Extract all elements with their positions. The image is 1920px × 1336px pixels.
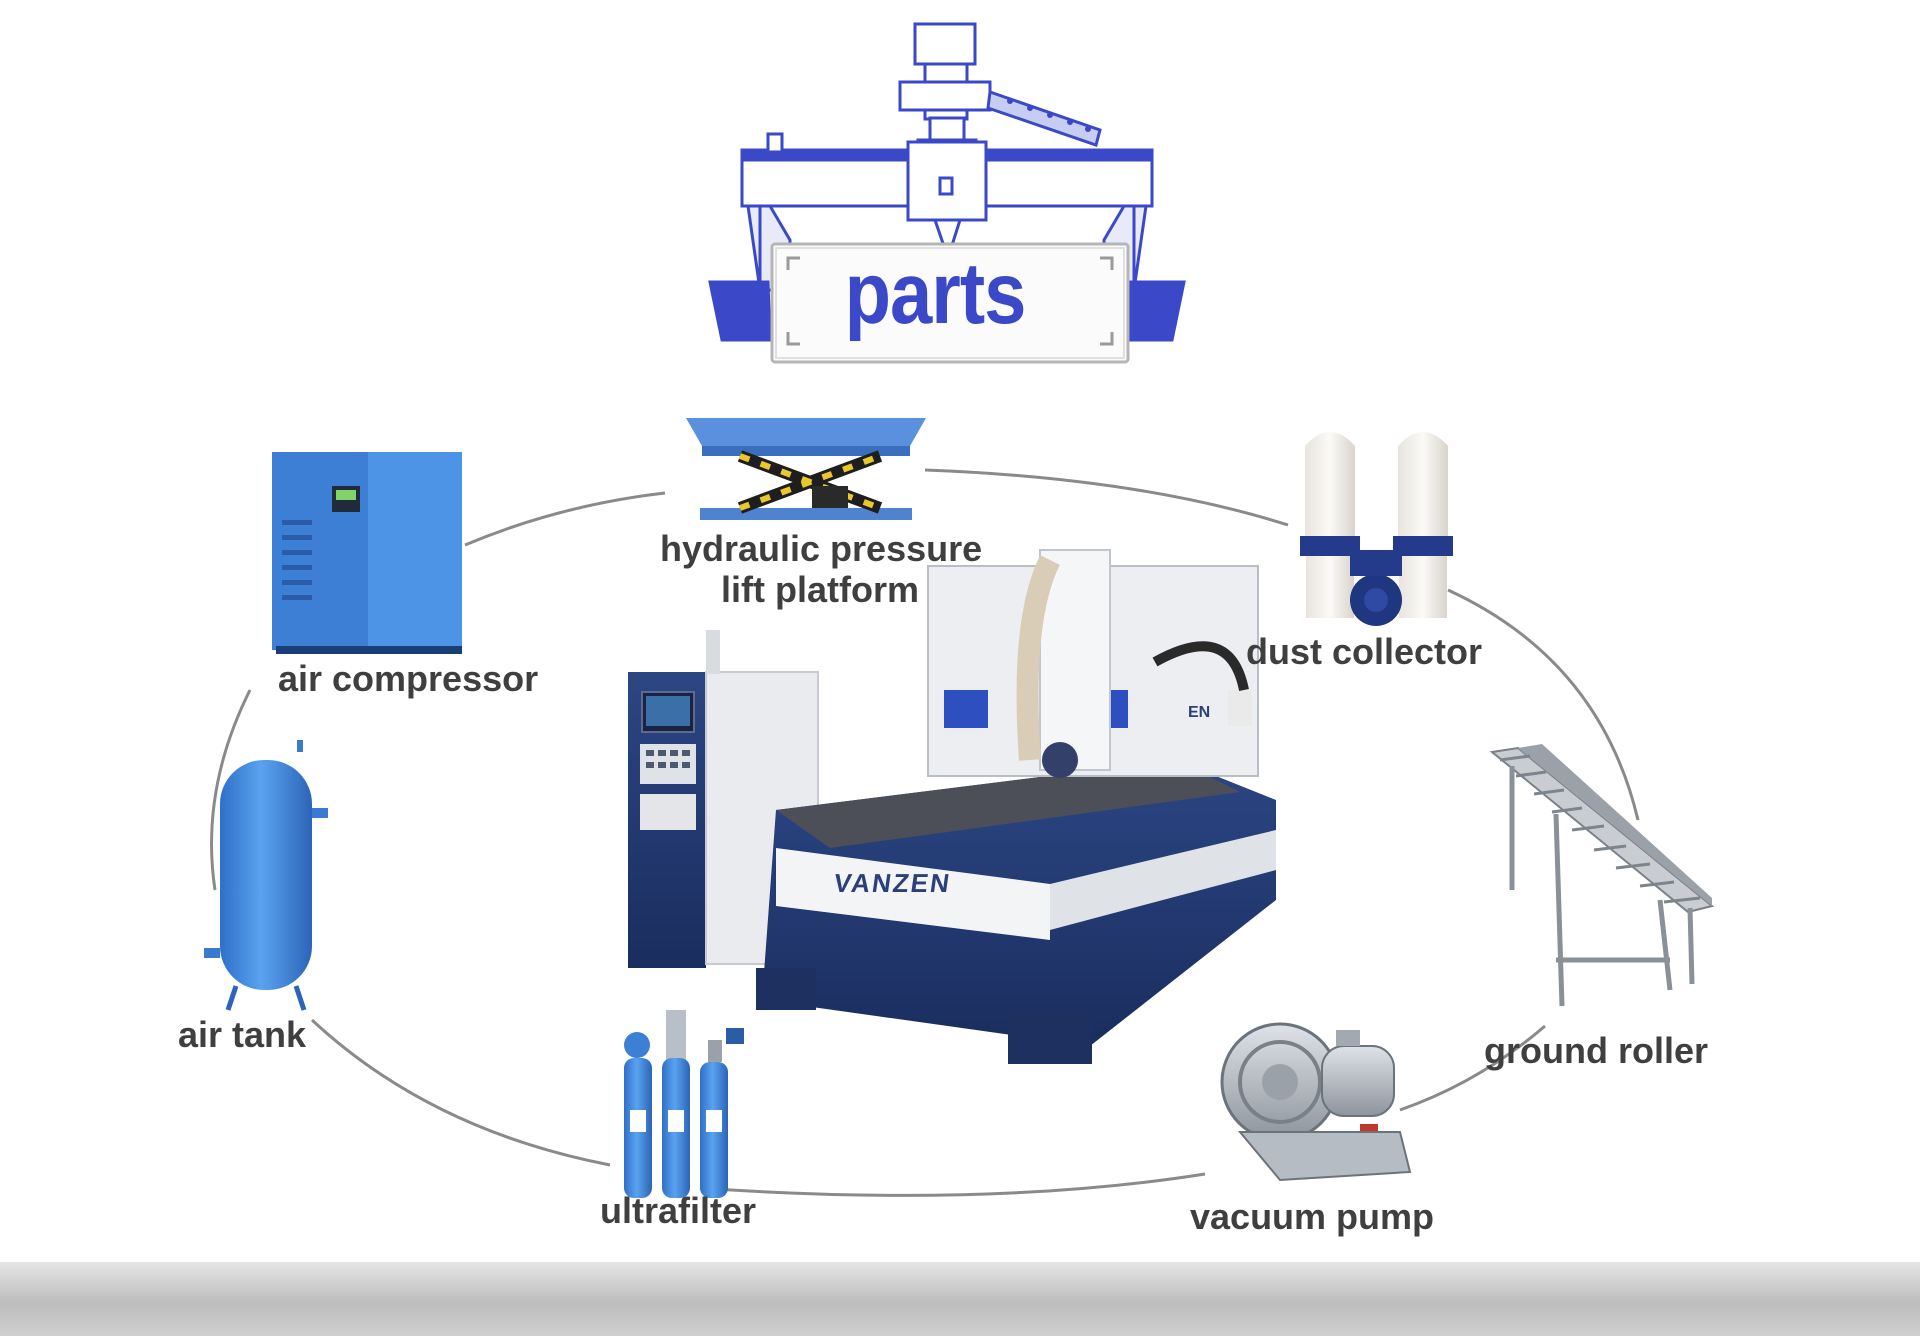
vacuum-pump-label: vacuum pump [1190, 1196, 1435, 1237]
connector-compressor-to-platform [464, 491, 666, 547]
connector-lines [210, 468, 1640, 1197]
cnc-schematic-icon [708, 22, 1186, 342]
connector-platform-to-dust [924, 468, 1289, 527]
air-compressor-label: air compressor [278, 658, 539, 699]
dust-collector-image [1300, 432, 1453, 626]
bottom-shadow-band [0, 1262, 1920, 1336]
hydraulic-lift-platform-image [686, 418, 926, 520]
parts-title-plate [770, 242, 1130, 364]
connector-filter-to-tank [310, 1018, 611, 1167]
connector-dust-to-roller [1447, 588, 1640, 821]
air-tank-image [204, 740, 328, 1011]
cnc-machine-image [628, 549, 1276, 1064]
air-compressor-image [272, 452, 462, 654]
air-tank-label: air tank [178, 1014, 307, 1055]
connector-vacuum-to-filter [699, 1172, 1206, 1197]
ultrafilter-label: ultrafilter [600, 1190, 757, 1231]
parts-title: parts [844, 244, 1027, 343]
ultrafilter-image [624, 1010, 744, 1198]
vacuum-pump-image [1220, 1022, 1412, 1182]
ground-roller-image [1489, 744, 1715, 1007]
dust-collector-label: dust collector [1246, 631, 1483, 672]
hydraulic-pressure-lift-platform-label: hydraulic pressure lift platform [660, 528, 983, 611]
machine-brand-logo: VANZEN [831, 868, 954, 898]
connector-tank-to-compressor [210, 689, 252, 891]
ground-roller-label: ground roller [1484, 1030, 1708, 1071]
connector-roller-to-vacuum [1399, 1024, 1546, 1112]
machine-brand-partial: EN [1188, 704, 1211, 721]
hydraulic-label-line1: hydraulic pressure [660, 528, 983, 569]
hydraulic-label-line2: lift platform [721, 569, 919, 611]
